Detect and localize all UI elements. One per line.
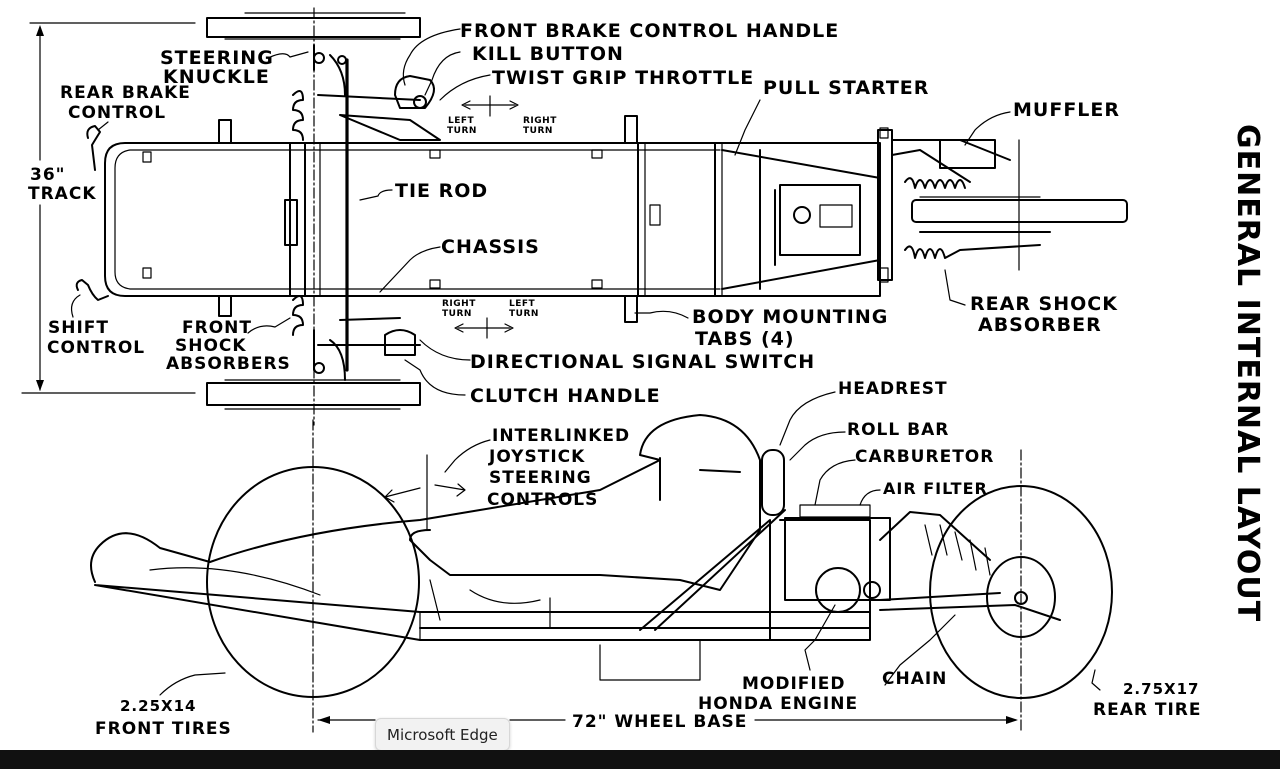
label-pull-starter: PULL STARTER bbox=[763, 77, 929, 99]
label-front-tires: FRONT TIRES bbox=[95, 719, 232, 739]
label-muffler: MUFFLER bbox=[1013, 99, 1120, 121]
muffler bbox=[939, 139, 996, 169]
label-body-mounting-tabs-line2: TABS (4) bbox=[695, 328, 795, 350]
label-steering-knuckle-line1: STEERING bbox=[160, 47, 274, 69]
label-chain: CHAIN bbox=[882, 669, 947, 689]
label-front-brake-control-handle: FRONT BRAKE CONTROL HANDLE bbox=[460, 20, 839, 42]
label-front-shock-line3: ABSORBERS bbox=[166, 354, 291, 374]
rear-shock-absorber-bottom bbox=[904, 244, 1041, 259]
label-engine-line2: HONDA ENGINE bbox=[698, 694, 858, 714]
label-joystick-line3: STEERING bbox=[489, 468, 592, 488]
label-twist-grip-throttle: TWIST GRIP THROTTLE bbox=[492, 67, 754, 89]
label-joystick-line4: CONTROLS bbox=[487, 490, 598, 510]
label-tie-rod: TIE ROD bbox=[395, 180, 488, 202]
label-rear-shock-line2: ABSORBER bbox=[978, 314, 1102, 336]
label-top-left-turn-line2: TURN bbox=[447, 126, 477, 136]
top-view bbox=[21, 7, 1128, 426]
label-rear-brake-control-line1: REAR BRAKE bbox=[60, 83, 191, 103]
label-bottom-left-turn-line2: TURN bbox=[509, 309, 539, 319]
side-view bbox=[90, 391, 1113, 733]
label-air-filter: AIR FILTER bbox=[883, 479, 988, 498]
label-rear-tire: REAR TIRE bbox=[1093, 700, 1202, 720]
front-shock-absorber-bottom bbox=[292, 295, 304, 336]
label-kill-button: KILL BUTTON bbox=[472, 43, 624, 65]
label-rear-brake-control-line2: CONTROL bbox=[68, 103, 166, 123]
joystick-steering-arrow bbox=[384, 483, 466, 503]
label-body-mounting-tabs-line1: BODY MOUNTING bbox=[692, 306, 888, 328]
label-rear-tire-size: 2.75X17 bbox=[1123, 680, 1199, 698]
taskbar-tooltip: Microsoft Edge bbox=[375, 718, 510, 751]
roll-bar bbox=[639, 509, 786, 641]
taskbar bbox=[0, 750, 1280, 769]
label-chassis: CHASSIS bbox=[441, 236, 540, 258]
rider bbox=[90, 414, 761, 591]
label-roll-bar: ROLL BAR bbox=[847, 420, 949, 440]
diagram-title: GENERAL INTERNAL LAYOUT bbox=[1230, 124, 1265, 622]
label-steering-knuckle-line2: KNUCKLE bbox=[163, 66, 270, 88]
general-internal-layout-diagram: FRONT BRAKE CONTROL HANDLE KILL BUTTON T… bbox=[21, 7, 1265, 739]
label-top-right-turn-line1: RIGHT bbox=[523, 116, 557, 126]
label-bottom-right-turn-line2: TURN bbox=[442, 309, 472, 319]
engine-top-view bbox=[779, 184, 861, 256]
label-headrest: HEADREST bbox=[838, 379, 948, 399]
label-top-left-turn-line1: LEFT bbox=[448, 116, 475, 126]
label-clutch-handle: CLUTCH HANDLE bbox=[470, 385, 661, 407]
label-shift-control-line1: SHIFT bbox=[48, 318, 109, 338]
label-rear-shock-line1: REAR SHOCK bbox=[970, 293, 1118, 315]
label-joystick-line2: JOYSTICK bbox=[488, 447, 585, 467]
label-carburetor: CARBURETOR bbox=[855, 447, 994, 467]
top-turn-arrow bbox=[461, 95, 519, 117]
label-track-dimension-line1: 36" bbox=[30, 165, 66, 185]
label-front-shock-line2: SHOCK bbox=[175, 336, 247, 356]
bottom-turn-arrow bbox=[454, 317, 514, 339]
label-front-shock-line1: FRONT bbox=[182, 318, 252, 338]
label-shift-control-line2: CONTROL bbox=[47, 338, 145, 358]
label-engine-line1: MODIFIED bbox=[742, 674, 845, 694]
label-bottom-right-turn-line1: RIGHT bbox=[442, 299, 476, 309]
label-front-tires-size: 2.25X14 bbox=[120, 697, 196, 715]
label-wheelbase: 72" WHEEL BASE bbox=[572, 712, 747, 732]
body-mounting-tabs bbox=[142, 115, 661, 323]
label-bottom-left-turn-line1: LEFT bbox=[509, 299, 536, 309]
chassis-frame bbox=[104, 142, 881, 297]
label-directional-signal-switch: DIRECTIONAL SIGNAL SWITCH bbox=[470, 351, 815, 373]
label-top-right-turn-line2: TURN bbox=[523, 126, 553, 136]
front-shock-absorber-top bbox=[292, 90, 304, 141]
engine-side bbox=[784, 517, 891, 601]
label-joystick-line1: INTERLINKED bbox=[492, 426, 630, 446]
rear-shock-absorber-top bbox=[904, 177, 966, 189]
label-track-dimension-line2: TRACK bbox=[28, 184, 97, 204]
